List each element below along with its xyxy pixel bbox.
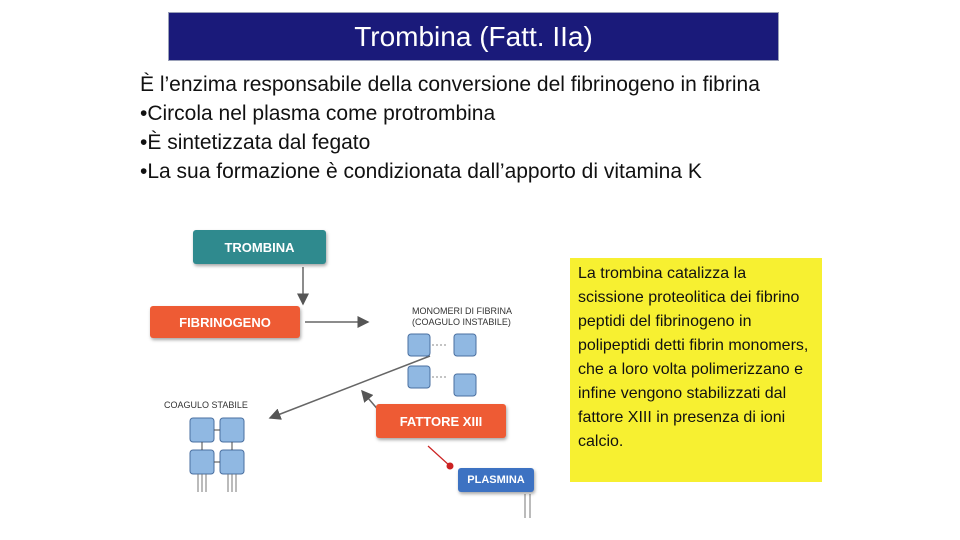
diagram-graphics xyxy=(189,267,531,518)
box-fibrinogeno: FIBRINOGENO xyxy=(150,306,300,338)
box-fattore-xiii: FATTORE XIII xyxy=(376,404,506,438)
slide-title: Trombina (Fatt. IIa) xyxy=(354,20,593,52)
bullet-item: È l’enzima responsabile della conversion… xyxy=(140,73,760,96)
box-trombina: TROMBINA xyxy=(193,230,326,264)
arrow-monomeri-coagulo xyxy=(268,355,431,420)
slide-title-bar: Trombina (Fatt. IIa) xyxy=(168,12,779,61)
label-monomeri-line1: MONOMERI DI FIBRINA xyxy=(412,306,513,316)
callout-box: La trombina catalizza la scissione prote… xyxy=(570,258,822,482)
arrow-plasmina xyxy=(427,445,451,467)
bullet-item: •È sintetizzata dal fegato xyxy=(140,131,371,154)
fibrin-monomers-graphic xyxy=(407,333,477,397)
box-plasmina: PLASMINA xyxy=(458,468,534,492)
plasmina-dot xyxy=(446,462,454,470)
bullet-item: •Circola nel plasma come protrombina xyxy=(140,102,496,125)
stable-clot-graphic xyxy=(189,417,245,492)
label-coagulo-stabile: COAGULO STABILE xyxy=(164,400,248,410)
bullet-item: •La sua formazione è condizionata dall’a… xyxy=(140,160,702,183)
label-monomeri-line2: (COAGULO INSTABILE) xyxy=(412,317,511,327)
coagulation-diagram: TROMBINA FIBRINOGENO MONOMERI DI FIBRINA… xyxy=(140,222,540,524)
label-monomeri: MONOMERI DI FIBRINA (COAGULO INSTABILE) xyxy=(412,306,542,328)
bullet-list: È l’enzima responsabile della conversion… xyxy=(140,70,820,186)
